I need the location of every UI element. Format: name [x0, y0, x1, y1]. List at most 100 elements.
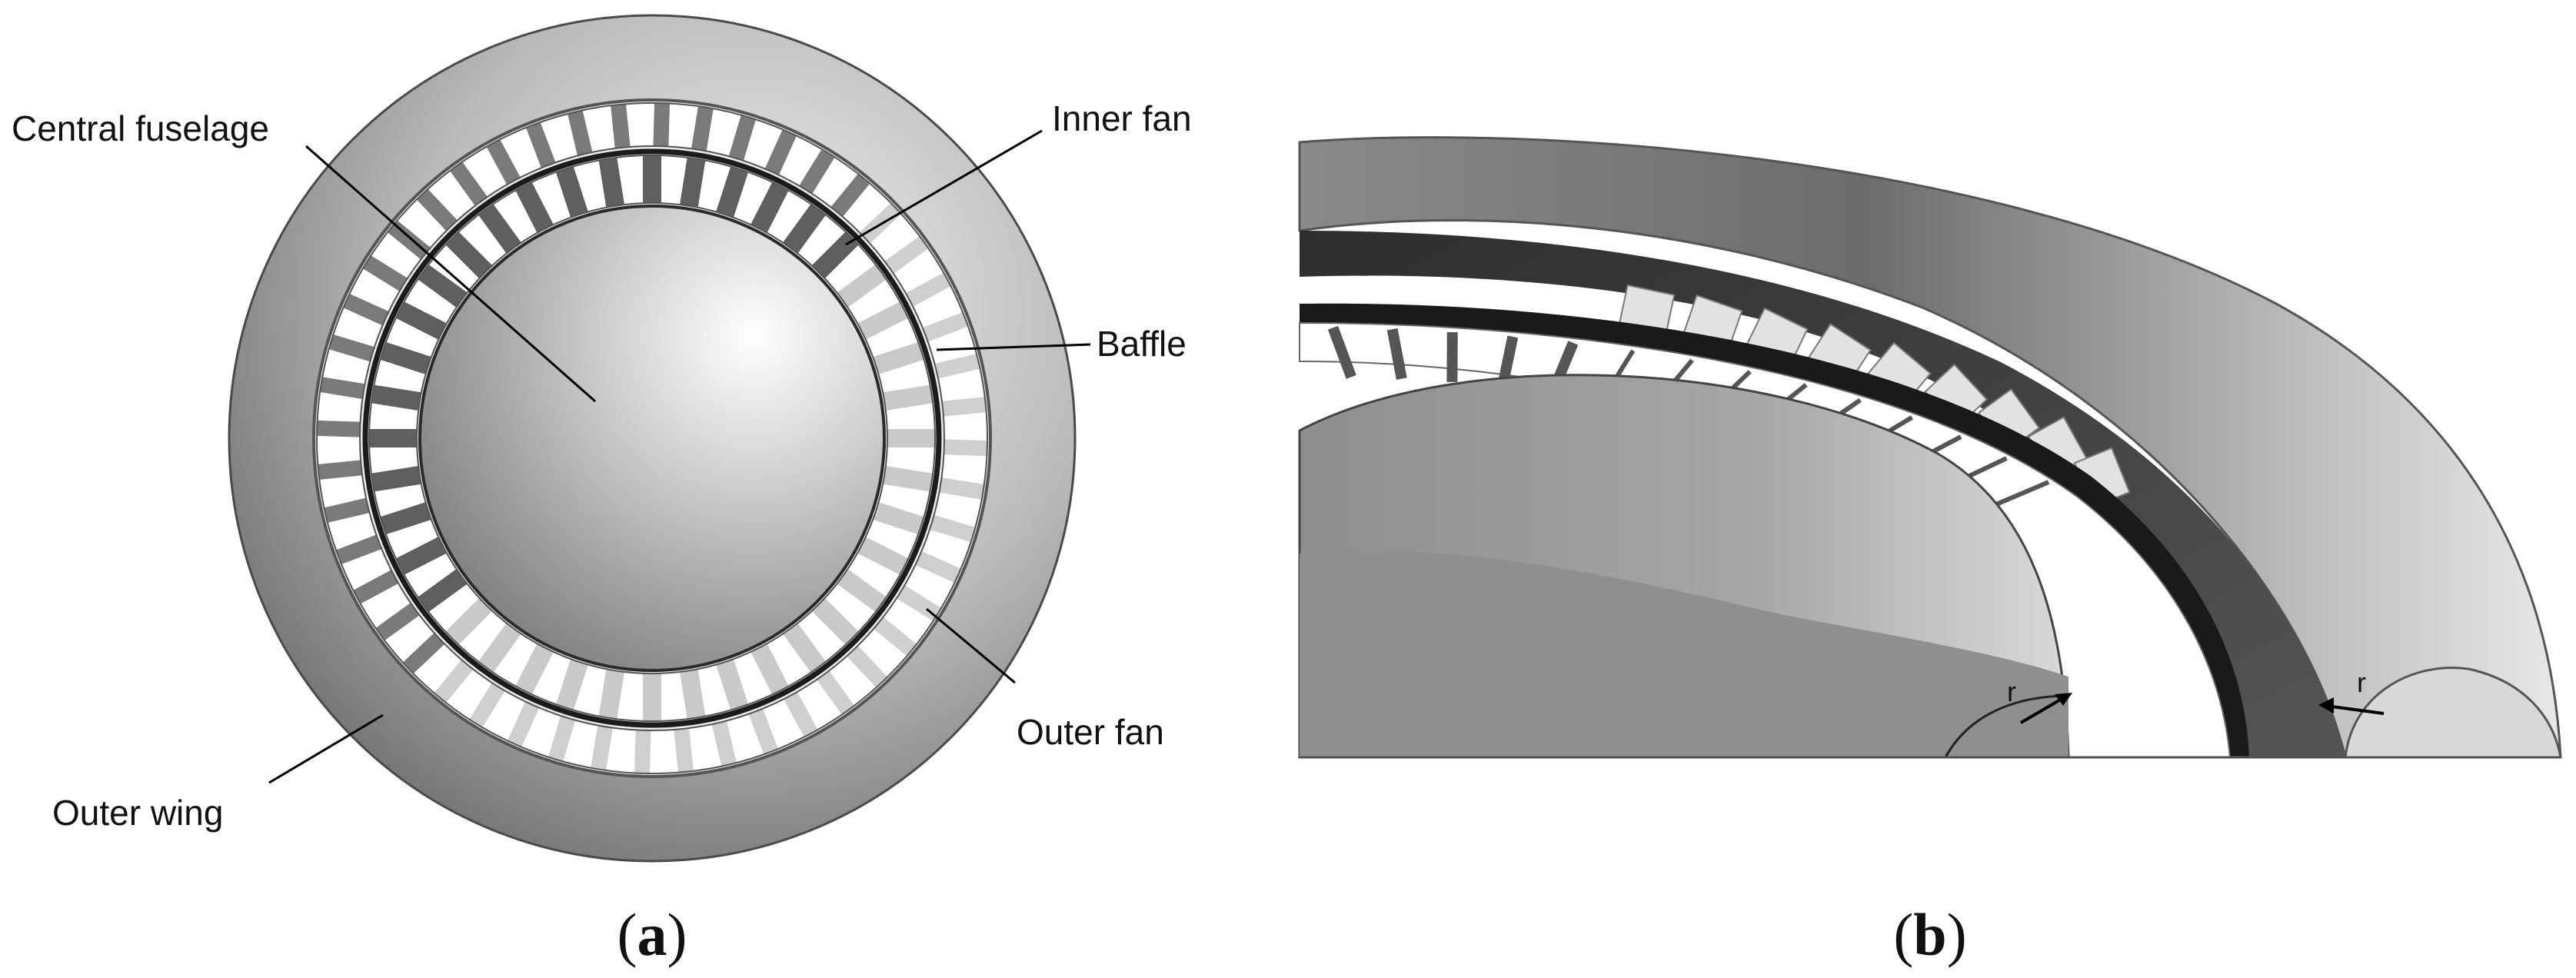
- r-arrow-right: [2325, 704, 2385, 715]
- label-outer-wing: Outer wing: [52, 793, 223, 833]
- inner-fan-blade: [873, 502, 924, 535]
- outer-wing-section-face: [2344, 667, 2562, 759]
- outer-fan-blade: [634, 730, 651, 774]
- outer-fan-blade: [434, 660, 474, 704]
- leader-central-fuselage: [305, 145, 596, 403]
- outer-fan-blade: [674, 728, 694, 773]
- inner-fan-blade: [643, 155, 661, 203]
- inner-fan-blade: [418, 264, 468, 308]
- outer-fan-blade: [847, 645, 888, 688]
- inner-fan-blade: [857, 537, 909, 575]
- r-label-left: r: [2007, 676, 2016, 707]
- inner-fan-blade: [751, 181, 789, 233]
- outer-fan-blade: [343, 294, 389, 326]
- label-baffle: Baffle: [1097, 324, 1186, 364]
- central-fuselage-section-shade: [1300, 551, 2068, 757]
- label-central-fuselage: Central fuselage: [12, 108, 269, 148]
- inner-fan-blade: [716, 659, 749, 710]
- r-arrowhead-left: [2055, 693, 2072, 706]
- inner-fan-blade: [478, 623, 521, 673]
- outer-fan-blade: [830, 173, 870, 217]
- outer-fan-blade: [611, 104, 631, 148]
- outer-fan-blade: [874, 617, 917, 657]
- inner-fan-blade: [380, 502, 431, 535]
- inner-fan-blade: [873, 341, 924, 374]
- outer-fan-blade: [318, 460, 362, 480]
- outer-fan-blade: [934, 354, 980, 379]
- inner-fan-ring: [368, 155, 936, 722]
- caption-b: (b): [1893, 901, 1966, 968]
- outer-fan-blade: [469, 682, 505, 728]
- inner-fan-blade: [515, 644, 554, 695]
- outer-fan-blade: [915, 551, 961, 583]
- outer-fan-blade: [375, 603, 420, 641]
- inner-fan-blade: [555, 166, 588, 218]
- outer-fan-blade: [316, 420, 361, 437]
- outer-fan-blade: [930, 514, 976, 543]
- inner-fan-blade: [369, 429, 417, 447]
- inner-fan-blade: [515, 181, 554, 233]
- inner-fan-blade: [680, 157, 706, 208]
- outer-fan-blade: [711, 720, 737, 767]
- outer-fan-blade: [387, 220, 431, 260]
- inner-fan-blade: [371, 384, 421, 411]
- outer-fan-blade: [884, 235, 929, 274]
- outer-fan-blade: [728, 115, 757, 161]
- inner-fan-blade: [395, 537, 447, 575]
- outer-fan-blade: [817, 670, 855, 715]
- inner-fan-blade: [883, 384, 934, 411]
- outer-fan-blade: [784, 691, 818, 737]
- outer-fan-blade: [328, 334, 374, 362]
- panel-a: Central fuselage Inner fan Baffle Outer …: [12, 14, 1192, 968]
- inner-fan-blade: [371, 466, 421, 492]
- outer-fan-blade: [402, 633, 445, 674]
- outer-wing-cutaway: [1298, 136, 2562, 759]
- outer-fan-blade: [905, 272, 951, 307]
- inner-fan-blade: [395, 301, 447, 340]
- outer-fan-blade: [653, 102, 671, 147]
- leader-inner-fan: [845, 129, 1043, 246]
- inner-fan-blade: [643, 674, 661, 721]
- outer-fan-blade: [764, 129, 797, 175]
- inner-fan-blade: [883, 466, 934, 492]
- inner-fan-blade: [716, 166, 749, 218]
- inner-fan-blade: [887, 429, 935, 447]
- inner-fan-edge: [416, 202, 888, 674]
- outer-fan-blade: [942, 397, 987, 417]
- baffle-ring: [362, 148, 942, 728]
- outer-fan-blade: [525, 121, 556, 168]
- central-fuselage-section-edge: [1944, 694, 2069, 758]
- outer-fan-blade: [591, 725, 613, 770]
- inner-fan-blade: [445, 231, 493, 279]
- outer-fan-blade: [335, 534, 382, 565]
- outer-fan-blade: [416, 188, 458, 231]
- label-inner-fan: Inner fan: [1052, 98, 1192, 138]
- inner-fan-blade: [478, 204, 521, 254]
- inner-fan-edge: [368, 155, 936, 722]
- outer-fan-blade: [547, 716, 576, 762]
- inner-fan-blade: [857, 301, 909, 340]
- outer-fan-blade: [799, 148, 835, 195]
- inner-fan-blade: [783, 623, 827, 673]
- outer-fan-blade: [922, 311, 969, 342]
- leader-baffle: [936, 343, 1091, 351]
- inner-fan-blade: [783, 204, 827, 254]
- outer-fan-blade: [320, 377, 365, 399]
- outer-fan-blade: [508, 701, 540, 747]
- r-label-right: r: [2357, 667, 2366, 698]
- outer-fan-blade: [567, 110, 593, 156]
- inner-fan-blade: [811, 597, 859, 645]
- outer-fan-blade: [748, 708, 779, 755]
- outer-fan-blade: [944, 439, 988, 457]
- inner-fan-blade: [445, 597, 493, 645]
- caption-a: (a): [617, 901, 687, 968]
- inner-fan-blade: [380, 341, 431, 374]
- panel-b: r r (b): [1298, 136, 2562, 968]
- outer-fan-blade: [324, 497, 370, 523]
- leader-outer-fan: [926, 607, 1016, 684]
- inner-fan-blade: [837, 569, 887, 613]
- inner-fan-blade-b: [1327, 325, 1356, 379]
- outer-fan-blade: [939, 477, 984, 500]
